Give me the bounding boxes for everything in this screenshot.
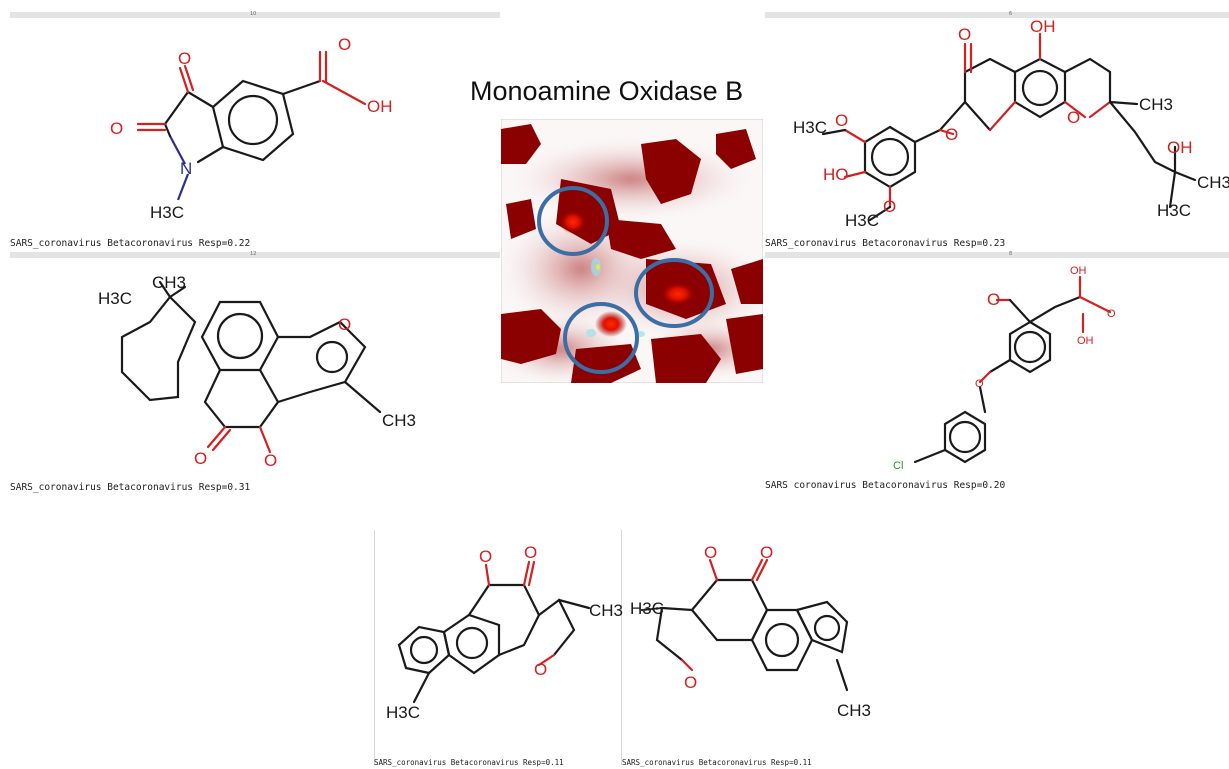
atom-oxygen: O (975, 378, 984, 390)
atom-oxygen: O (178, 49, 191, 68)
atom-methyl: H3C (386, 703, 420, 722)
atom-oxygen: O (110, 119, 123, 138)
panel-header-bar (10, 252, 500, 258)
atom-nitrogen: N (180, 159, 192, 178)
atom-oxygen: O (945, 125, 958, 144)
atom-hydroxyl: OH (1167, 138, 1193, 157)
heatmap-image (491, 118, 771, 384)
atom-oxygen: O (704, 543, 717, 562)
molecule-caption: SARS_coronavirus Betacoronavirus Resp=0.… (765, 238, 1006, 249)
atom-oxygen: O (1067, 108, 1080, 127)
panel-index: 6 (1009, 11, 1013, 17)
benzene-ring (442, 613, 501, 675)
molecule-panel-top-left: 10 O O N O OH H3C SARS_coronavirus Betac… (10, 11, 500, 252)
panel-header-bar (765, 252, 1229, 258)
aromatic-circle (870, 137, 910, 177)
atom-methyl: CH3 (1197, 173, 1229, 192)
benzene-ring (211, 79, 295, 162)
atom-methyl: H3C (630, 599, 664, 618)
atom-methyl: CH3 (382, 411, 416, 430)
atom-oxygen: O (524, 543, 537, 562)
heatmap-hotspots (559, 210, 696, 337)
atom-oxygen: O (1107, 308, 1116, 320)
atom-oxygen: O (479, 547, 492, 566)
atom-hydroxyl: OH (1070, 265, 1087, 277)
molecule-caption: SARS coronavirus Betacoronavirus Resp=0.… (765, 480, 1006, 491)
molecule-panel-top-right: 6 O OH O O CH3 OH CH3 H3C H3C O HO O H3C… (765, 11, 1229, 252)
aromatic-circle (315, 340, 349, 374)
panel-divider (621, 530, 622, 765)
benzene-ring (943, 410, 987, 464)
atom-methyl: CH3 (589, 601, 623, 620)
atom-hydroxyl: OH (367, 97, 393, 116)
molecule-caption: SARS_coronavirus Betacoronavirus Resp=0.… (10, 238, 251, 249)
molecule-structure: O O O CH3 H3C CH3 (98, 273, 416, 470)
atom-oxygen: O (338, 315, 351, 334)
atom-oxygen: O (684, 673, 697, 692)
molecule-structure: O O N O OH H3C (110, 35, 393, 222)
aromatic-circle (1013, 330, 1047, 364)
atom-methyl: H3C (793, 118, 827, 137)
aromatic-circle (948, 420, 982, 454)
molecule-caption: SARS_coronavirus Betacoronavirus Resp=0.… (374, 758, 564, 767)
aromatic-circle (455, 626, 489, 660)
atom-oxygen: O (264, 451, 277, 470)
atom-oxygen: O (534, 660, 547, 679)
panel-header-bar (10, 12, 500, 18)
atom-oxygen: O (883, 197, 896, 216)
figure-title: Monoamine Oxidase B (470, 76, 744, 106)
highlight-circles (537, 186, 714, 374)
molecule-structure: O OH O O CH3 OH CH3 H3C H3C O HO O H3C (793, 17, 1229, 230)
fused-ring (989, 57, 1067, 119)
atom-oxygen: O (760, 543, 773, 562)
atom-methyl: CH3 (837, 701, 871, 720)
panel-header-bar (765, 12, 1229, 18)
molecule-structure: O OH O OH O Cl (893, 265, 1116, 472)
atom-methyl: H3C (150, 203, 184, 222)
panel-index: 10 (250, 11, 257, 17)
atom-methyl: H3C (98, 289, 132, 308)
atom-oxygen: O (987, 290, 1000, 309)
benzene-ring (200, 300, 280, 372)
benzene-ring (750, 608, 814, 672)
aromatic-circle (764, 622, 800, 658)
aromatic-circle (216, 312, 264, 360)
molecule-panel-mid-left: 12 O O O CH3 H3C CH3 SARS_coronavirus Be… (10, 251, 500, 502)
panel-index: 8 (1009, 251, 1013, 257)
atom-methyl: H3C (845, 211, 879, 230)
panel-index: 12 (250, 251, 257, 257)
molecule-caption: SARS_coronavirus Betacoronavirus Resp=0.… (622, 758, 812, 767)
panel-divider (374, 530, 375, 765)
benzene-ring (397, 625, 451, 675)
atom-oxygen: O (958, 25, 971, 44)
atom-hydroxyl: HO (823, 165, 849, 184)
molecule-panel-mid-right: 8 O OH O OH O Cl SARS coronavirus Betaco… (765, 251, 1229, 502)
atom-oxygen: O (338, 35, 351, 54)
molecule-caption: SARS_coronavirus Betacoronavirus Resp=0.… (10, 482, 251, 493)
aromatic-circle (1021, 69, 1059, 107)
molecule-panel-bottom-left: O O O CH3 H3C SARS_coronavirus Betacoron… (374, 530, 623, 767)
atom-hydroxyl: OH (1077, 335, 1094, 347)
atom-hydroxyl: OH (1030, 17, 1056, 36)
benzene-ring (1008, 320, 1052, 374)
molecule-structure: O O O CH3 H3C (386, 543, 623, 722)
aromatic-circle (227, 94, 279, 146)
heatmap-svg (491, 118, 771, 384)
benzene-ring (795, 600, 849, 654)
atom-oxygen: O (194, 449, 207, 468)
molecule-panel-bottom-right: O O O H3C CH3 SARS_coronavirus Betacoron… (622, 530, 871, 767)
aromatic-circle (813, 614, 841, 642)
molecule-structure: O O O H3C CH3 (630, 543, 871, 720)
atom-methyl: CH3 (1139, 95, 1173, 114)
aromatic-circle (409, 635, 439, 665)
atom-methyl: H3C (1157, 201, 1191, 220)
atom-chlorine: Cl (893, 460, 903, 472)
atom-oxygen: O (835, 111, 848, 130)
atom-methyl: CH3 (152, 273, 186, 292)
